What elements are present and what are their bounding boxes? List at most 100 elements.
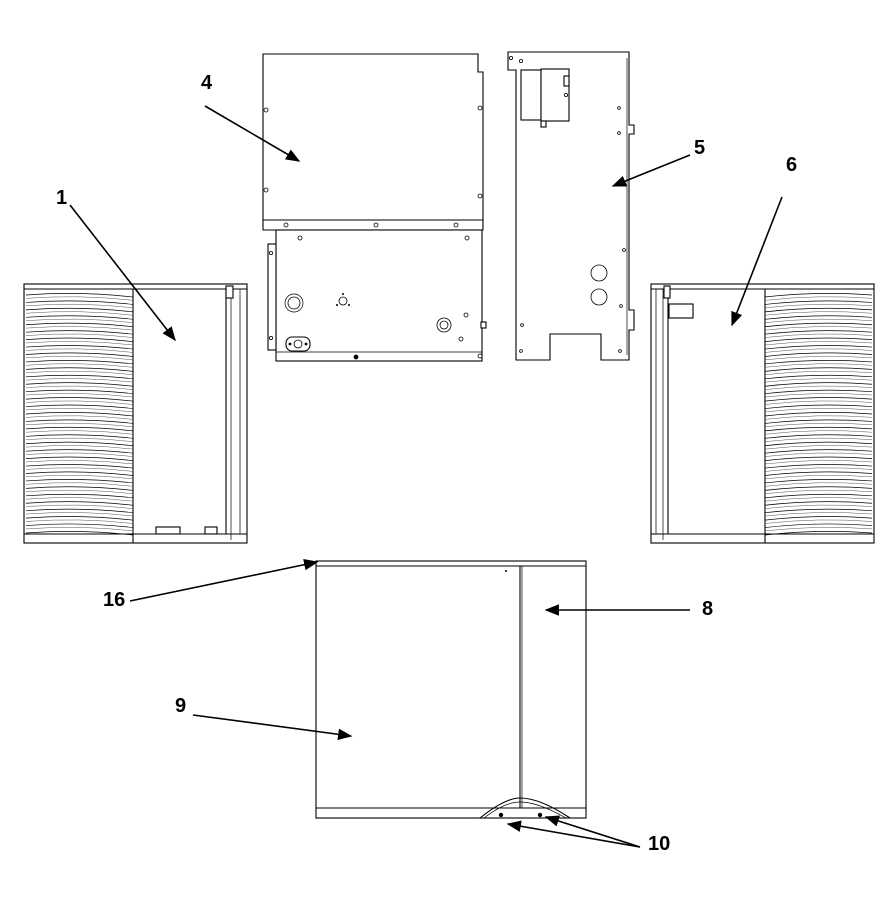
louver-slat-edge xyxy=(25,311,134,316)
louver-slat-edge xyxy=(25,296,134,301)
louver-slat-edge xyxy=(764,326,873,331)
part-5-divider-panel xyxy=(507,51,635,361)
louver-slat-edge xyxy=(25,363,134,368)
callout-10: 10 xyxy=(648,833,670,855)
louver-slat xyxy=(25,293,134,298)
louver-slat-edge xyxy=(25,475,134,480)
leader-1 xyxy=(69,204,176,342)
louver-slat-edge xyxy=(25,452,134,457)
louver-slat-edge xyxy=(25,527,134,532)
louver-slat xyxy=(25,426,134,432)
leader-4 xyxy=(204,105,301,162)
part-1-left-coil-panel xyxy=(23,283,248,544)
louver-slat xyxy=(764,367,873,372)
louver-slat-edge xyxy=(25,519,134,524)
louver-slat-edge xyxy=(25,326,134,331)
louver-slat xyxy=(764,360,873,365)
louver-slat xyxy=(764,293,873,298)
louver-slat-edge xyxy=(764,303,873,309)
louver-slat-edge xyxy=(764,482,873,487)
louver-slat-edge xyxy=(764,356,873,361)
louver-slat xyxy=(25,315,134,320)
part-4-control-box xyxy=(262,219,487,362)
louver-slat xyxy=(764,337,873,342)
louver-slat xyxy=(25,322,134,328)
louver-slat xyxy=(764,315,873,320)
louver-slat-edge xyxy=(25,430,134,435)
louver-slat-edge xyxy=(25,341,134,346)
louver-slat-edge xyxy=(764,393,873,398)
louver-slat xyxy=(764,382,873,387)
louver-slat xyxy=(764,493,873,499)
louver-slat-edge xyxy=(25,400,134,405)
louver-slat-edge xyxy=(25,378,134,383)
louver-slat xyxy=(25,501,134,506)
leader-10a xyxy=(506,820,641,848)
louver-slat xyxy=(764,330,873,335)
louver-slat xyxy=(764,441,873,447)
louver-slat xyxy=(764,300,873,305)
louver-slat xyxy=(764,508,873,514)
louver-slat-edge xyxy=(25,408,134,413)
part-6-right-coil-panel xyxy=(650,283,875,544)
louver-slat xyxy=(764,471,873,476)
louver-slat xyxy=(764,531,873,536)
callout-16: 16 xyxy=(103,589,125,611)
louver-slat xyxy=(25,471,134,476)
louver-slat xyxy=(764,516,873,521)
louver-slat-edge xyxy=(764,430,873,435)
louver-slat xyxy=(25,389,134,395)
louver-slat-edge xyxy=(25,489,134,494)
leader-6 xyxy=(731,196,783,327)
louver-slat xyxy=(25,441,134,447)
louver-slat-edge xyxy=(764,512,873,517)
louver-slat-edge xyxy=(764,415,873,420)
louver-slat-edge xyxy=(25,460,134,465)
louver-slat xyxy=(25,531,134,536)
louver-slat xyxy=(25,337,134,342)
callout-labels: 1 4 5 6 16 8 9 10 xyxy=(56,72,797,855)
louver-slat-edge xyxy=(764,422,873,428)
louver-slat-edge xyxy=(25,318,134,323)
louver-slat xyxy=(25,479,134,484)
louver-slat-edge xyxy=(25,504,134,509)
louver-slat xyxy=(764,352,873,357)
callout-9: 9 xyxy=(175,695,186,717)
louver-slat-edge xyxy=(764,527,873,532)
louver-slat xyxy=(25,300,134,305)
louver-slat xyxy=(764,322,873,328)
louver-slat xyxy=(25,360,134,365)
louver-slat xyxy=(25,516,134,521)
louver-slat-edge xyxy=(764,452,873,457)
louver-slat-edge xyxy=(764,400,873,405)
louver-slat-edge xyxy=(764,497,873,502)
louver-slat xyxy=(25,419,134,424)
louver-slat-edge xyxy=(764,445,873,450)
louver-slat-edge xyxy=(764,318,873,323)
louver-slat xyxy=(764,464,873,469)
louver-slat-edge xyxy=(764,504,873,509)
louver-slat xyxy=(764,345,873,350)
louver-slat xyxy=(764,426,873,432)
louver-slat-edge xyxy=(25,482,134,487)
callout-6: 6 xyxy=(786,154,797,176)
louver-slat xyxy=(764,419,873,424)
part-9-front-panel xyxy=(315,560,587,819)
louver-slat-edge xyxy=(25,303,134,309)
louver-slat-edge xyxy=(764,311,873,316)
louver-slat xyxy=(764,389,873,395)
louver-slat xyxy=(25,397,134,402)
louver-slat-edge xyxy=(25,422,134,428)
louver-slat xyxy=(25,464,134,469)
louver-slat-edge xyxy=(764,519,873,524)
leader-9 xyxy=(192,714,353,741)
louver-slat xyxy=(25,449,134,454)
louver-slat-edge xyxy=(25,348,134,353)
louver-slat-edge xyxy=(764,467,873,472)
louver-slat xyxy=(25,493,134,499)
louver-slat-edge xyxy=(764,333,873,338)
louver-slat-edge xyxy=(764,475,873,480)
louver-slat-edge xyxy=(764,363,873,368)
callout-1: 1 xyxy=(56,187,67,209)
